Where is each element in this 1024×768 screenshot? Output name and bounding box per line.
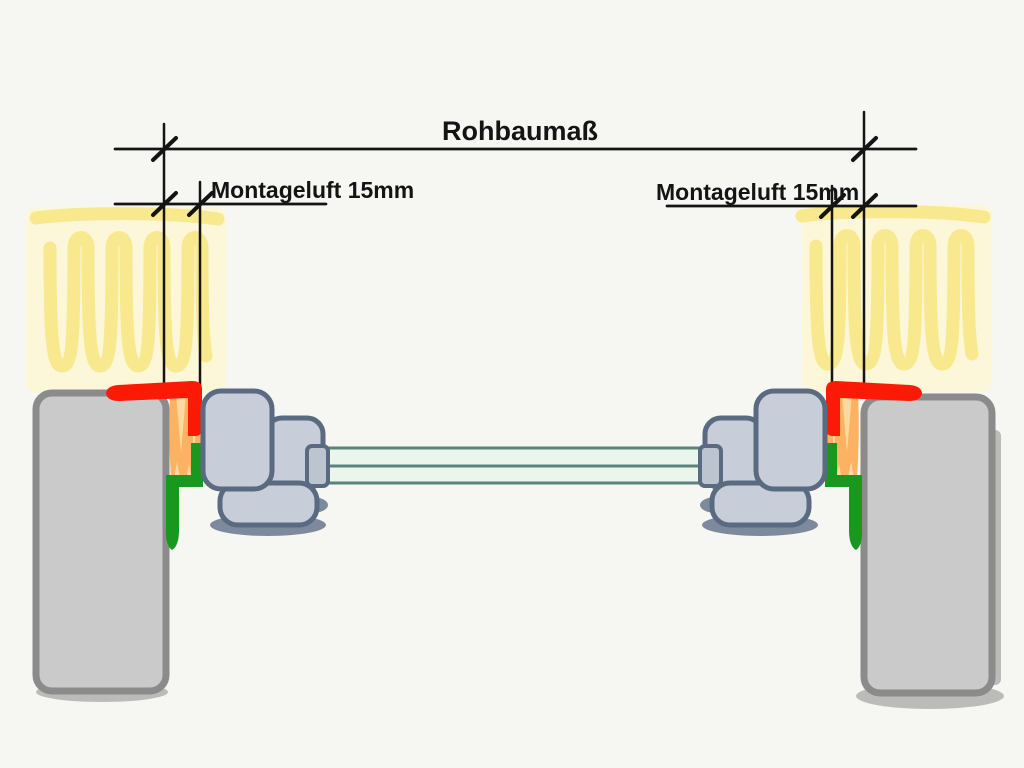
insulation-right: [795, 205, 992, 392]
masonry-wall-right: [860, 393, 996, 697]
foam-highlight-left: [176, 394, 186, 452]
tick-mark: [151, 191, 178, 217]
red-sealing-tape-left: [106, 381, 202, 436]
green-sealing-tape-left: [165, 443, 203, 550]
walls: [32, 389, 1004, 709]
montageluft-left-label: Montageluft 15mm: [211, 177, 414, 203]
joint-left: [106, 381, 203, 550]
window-frame-right: [698, 388, 828, 536]
glazing-block-right: [698, 444, 723, 488]
tick-mark: [851, 136, 878, 162]
tick-mark: [851, 193, 878, 219]
tick-mark: [151, 136, 178, 162]
insulation-right-serpentine: [809, 229, 979, 371]
dimensions: Rohbaumaß Montageluft 15mm Montageluft 1…: [113, 110, 918, 390]
tick-mark: [187, 191, 214, 217]
tick-mark: [819, 193, 846, 219]
green-sealing-tape-right: [825, 443, 863, 550]
foam-highlight-left: [174, 462, 180, 478]
masonry-wall-left: [32, 389, 170, 695]
rohbaumass-label: Rohbaumaß: [442, 116, 598, 146]
window-frame-left: [200, 388, 330, 536]
foam-highlight-right: [842, 394, 852, 452]
insulation-left: [26, 207, 226, 393]
insulation-right-pattern: [795, 205, 991, 371]
insulation-left-serpentine: [43, 231, 213, 373]
window-frame-outer-right: [753, 388, 828, 492]
insulation-right-top-band: [795, 205, 991, 224]
foam-highlight-right: [848, 462, 854, 478]
window-frame-outer-left: [200, 388, 275, 492]
glass-unit: [316, 446, 712, 485]
red-sealing-tape-right: [826, 381, 922, 436]
glazing-block-left: [305, 444, 330, 488]
montageluft-right-label: Montageluft 15mm: [656, 179, 859, 205]
joint-right: [825, 381, 922, 550]
